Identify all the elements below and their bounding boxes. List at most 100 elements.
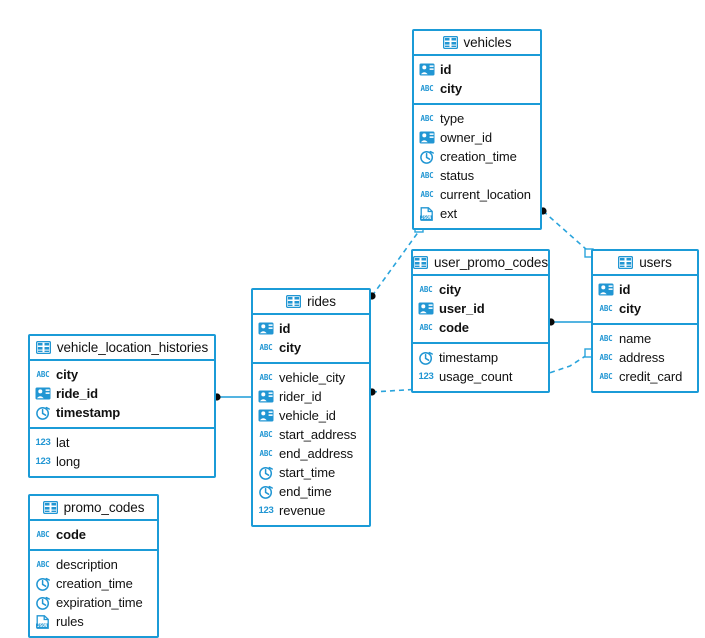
- table-title: promo_codes: [63, 500, 145, 515]
- 123-icon: 123: [35, 436, 51, 448]
- table-header-vehicles[interactable]: vehicles: [414, 31, 540, 56]
- 123-icon: 123: [258, 504, 274, 516]
- column-row[interactable]: owner_id: [419, 128, 535, 147]
- column-name: start_time: [279, 465, 336, 480]
- column-row[interactable]: timestamp: [418, 348, 543, 367]
- id-card-icon: [418, 302, 434, 315]
- column-name: city: [439, 282, 462, 297]
- abc-icon: ABC: [419, 322, 433, 332]
- column-row[interactable]: vehicle_id: [258, 406, 364, 425]
- column-row[interactable]: ABC end_address: [258, 444, 364, 463]
- table-icon: [35, 341, 51, 354]
- column-name: end_time: [279, 484, 332, 499]
- column-name: expiration_time: [56, 595, 143, 610]
- column-name: code: [56, 527, 86, 542]
- column-name: end_address: [279, 446, 354, 461]
- column-name: usage_count: [439, 369, 513, 384]
- column-row[interactable]: ride_id: [35, 384, 209, 403]
- column-name: credit_card: [619, 369, 683, 384]
- 123-icon: 123: [418, 370, 434, 382]
- column-row[interactable]: id: [598, 280, 692, 299]
- table-header-rides[interactable]: rides: [253, 290, 369, 315]
- column-name: rider_id: [279, 389, 322, 404]
- column-name: owner_id: [440, 130, 492, 145]
- column-name: timestamp: [56, 405, 121, 420]
- relationship-vlh-to-rides[interactable]: [213, 393, 251, 401]
- table-title: users: [639, 255, 672, 270]
- column-row[interactable]: ABC city: [418, 280, 543, 299]
- column-name: vehicle_city: [279, 370, 345, 385]
- id-card-icon: [419, 63, 435, 76]
- table-title: vehicle_location_histories: [56, 340, 209, 355]
- table-header-users[interactable]: users: [593, 251, 697, 276]
- svg-text:JSON: JSON: [421, 215, 431, 220]
- column-row[interactable]: ABC credit_card: [598, 367, 692, 386]
- column-row[interactable]: id: [419, 60, 535, 79]
- column-row[interactable]: rider_id: [258, 387, 364, 406]
- abc-icon: ABC: [599, 303, 613, 313]
- column-row[interactable]: timestamp: [35, 403, 209, 422]
- table-header-user_promo_codes[interactable]: user_promo_codes: [413, 251, 548, 276]
- column-name: id: [440, 62, 452, 77]
- abc-icon: ABC: [599, 333, 613, 343]
- column-name: id: [619, 282, 631, 297]
- table-icon: [286, 295, 302, 308]
- column-row[interactable]: creation_time: [35, 574, 152, 593]
- table-icon: [413, 256, 429, 269]
- column-row[interactable]: start_time: [258, 463, 364, 482]
- table-header-promo_codes[interactable]: promo_codes: [30, 496, 157, 521]
- abc-icon: ABC: [420, 83, 434, 93]
- json-file-icon: JSON: [419, 206, 435, 221]
- abc-icon: ABC: [259, 448, 273, 458]
- abc-icon: ABC: [259, 372, 273, 382]
- column-row[interactable]: end_time: [258, 482, 364, 501]
- column-row[interactable]: 123 usage_count: [418, 367, 543, 386]
- svg-text:JSON: JSON: [37, 623, 47, 628]
- clock-icon: [419, 150, 435, 164]
- id-card-icon: [258, 390, 274, 403]
- column-row[interactable]: id: [258, 319, 364, 338]
- abc-icon: ABC: [420, 113, 434, 123]
- clock-icon: [35, 577, 51, 591]
- id-card-icon: [419, 131, 435, 144]
- abc-icon: ABC: [419, 284, 433, 294]
- column-row[interactable]: creation_time: [419, 147, 535, 166]
- column-name: creation_time: [440, 149, 517, 164]
- table-header-vehicle_location_histories[interactable]: vehicle_location_histories: [30, 336, 214, 361]
- column-row[interactable]: ABC vehicle_city: [258, 368, 364, 387]
- column-row[interactable]: user_id: [418, 299, 543, 318]
- table-icon: [42, 501, 58, 514]
- relationship-upc-to-users[interactable]: [547, 318, 591, 326]
- abc-icon: ABC: [599, 371, 613, 381]
- column-row[interactable]: expiration_time: [35, 593, 152, 612]
- id-card-icon: [598, 283, 614, 296]
